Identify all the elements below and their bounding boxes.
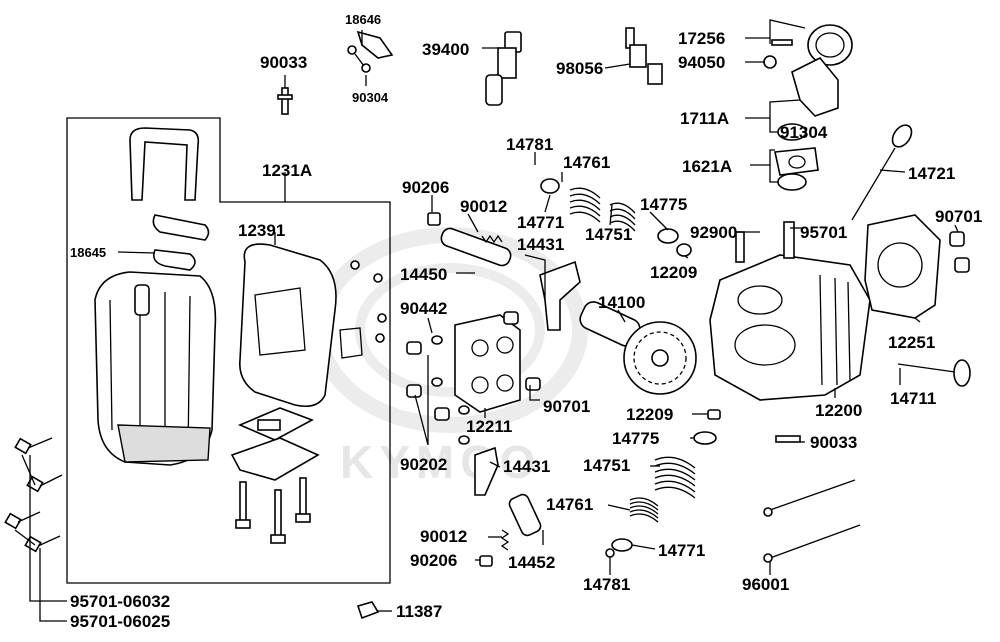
label-17256: 17256 bbox=[678, 29, 725, 48]
label-14452: 14452 bbox=[508, 553, 555, 572]
spark-plug bbox=[625, 27, 663, 85]
label-14761-lower: 14761 bbox=[546, 495, 593, 514]
label-18646: 18646 bbox=[345, 12, 381, 27]
label-14781-lower: 14781 bbox=[583, 575, 630, 594]
label-14771-top: 14771 bbox=[517, 213, 564, 232]
label-90202: 90202 bbox=[400, 455, 447, 474]
breather-plate bbox=[230, 407, 320, 481]
valve-spring-upper bbox=[540, 178, 692, 257]
dowel-pins-90701 bbox=[949, 231, 970, 273]
label-12251: 12251 bbox=[888, 333, 935, 352]
cylinder-head bbox=[709, 221, 871, 401]
label-14751-lower: 14751 bbox=[583, 456, 630, 475]
camshaft-holder bbox=[454, 311, 541, 413]
head-gasket-12251 bbox=[864, 214, 941, 319]
label-92900: 92900 bbox=[690, 223, 737, 242]
watermark-text: KYMCO bbox=[340, 436, 541, 488]
spring-90012-lower bbox=[500, 529, 510, 551]
label-96001: 96001 bbox=[742, 575, 789, 594]
gasket-18645 bbox=[152, 249, 196, 271]
label-14775-top: 14775 bbox=[640, 195, 687, 214]
label-14781-top: 14781 bbox=[506, 135, 553, 154]
label-1621A: 1621A bbox=[682, 157, 732, 176]
label-90304: 90304 bbox=[352, 90, 389, 105]
cover-group-frame bbox=[66, 117, 391, 584]
label-11387: 11387 bbox=[396, 602, 442, 621]
rocker-arm-14431-lower bbox=[474, 446, 499, 496]
label-12209-lower: 12209 bbox=[626, 405, 673, 424]
retainer-14775-lower bbox=[693, 431, 717, 445]
collet-12209-lower bbox=[707, 409, 721, 420]
label-98056: 98056 bbox=[556, 59, 603, 78]
label-90206-top: 90206 bbox=[402, 178, 449, 197]
rocker-shaft-14450 bbox=[440, 227, 512, 267]
label-90701-mid: 90701 bbox=[543, 397, 590, 416]
label-90206-lower: 90206 bbox=[410, 551, 457, 570]
leader-lines bbox=[29, 19, 959, 622]
label-90012-top: 90012 bbox=[460, 197, 507, 216]
rocker-shaft-14452 bbox=[508, 493, 542, 537]
stud-bolts-96001 bbox=[763, 479, 861, 563]
clip-11387 bbox=[356, 601, 380, 620]
label-14721: 14721 bbox=[908, 164, 955, 183]
label-14751-top: 14751 bbox=[585, 225, 632, 244]
nuts-90202 bbox=[406, 341, 450, 421]
label-12391: 12391 bbox=[238, 221, 285, 240]
insulator-1621A bbox=[774, 147, 819, 191]
valve-spring-lower bbox=[605, 456, 696, 558]
breather-pipe bbox=[129, 127, 210, 241]
small-bracket-18646 bbox=[347, 30, 394, 73]
label-14771-lower: 14771 bbox=[658, 541, 705, 560]
label-12200: 12200 bbox=[815, 401, 862, 420]
spring-90012-top bbox=[481, 234, 503, 244]
label-90012-lower: 90012 bbox=[420, 527, 467, 546]
cylinder-head-cover bbox=[94, 271, 217, 466]
label-14711: 14711 bbox=[890, 389, 936, 408]
temperature-sensor bbox=[485, 31, 522, 106]
label-90701-right: 90701 bbox=[935, 207, 982, 226]
label-39400: 39400 bbox=[422, 40, 469, 59]
label-14761-top: 14761 bbox=[563, 153, 610, 172]
label-90033-lower: 90033 bbox=[810, 433, 857, 452]
label-14450: 14450 bbox=[400, 265, 447, 284]
side-bolts bbox=[4, 437, 63, 553]
nut-90206-lower bbox=[479, 555, 493, 567]
label-14431-top: 14431 bbox=[517, 235, 564, 254]
rocker-arm-14431-top bbox=[539, 260, 581, 331]
label-14775-lower: 14775 bbox=[612, 429, 659, 448]
camshaft bbox=[579, 301, 697, 395]
cover-gasket bbox=[238, 243, 387, 408]
label-12209-top: 12209 bbox=[650, 263, 697, 282]
label-94050: 94050 bbox=[678, 53, 725, 72]
washers-90442 bbox=[431, 335, 470, 445]
cover-bolts bbox=[235, 477, 311, 544]
label-1231A: 1231A bbox=[262, 161, 312, 180]
label-91304: 91304 bbox=[780, 123, 828, 142]
intake-manifold bbox=[763, 24, 853, 117]
intake-valve bbox=[851, 124, 913, 221]
label-18645: 18645 bbox=[70, 245, 106, 260]
label-1711A: 1711A bbox=[680, 109, 729, 128]
part-number-labels: 18646 90033 90304 39400 98056 17256 9405… bbox=[70, 12, 982, 631]
label-14100: 14100 bbox=[598, 293, 645, 312]
nut-90206-top bbox=[427, 212, 441, 226]
exhaust-valve bbox=[897, 359, 971, 387]
bolt-90033-lower bbox=[775, 435, 801, 443]
label-14431-lower: 14431 bbox=[503, 457, 550, 476]
label-95701-06025: 95701-06025 bbox=[70, 612, 170, 631]
label-95701: 95701 bbox=[800, 223, 847, 242]
label-12211: 12211 bbox=[466, 417, 512, 436]
label-90033-top: 90033 bbox=[260, 53, 307, 72]
bolt-90033-top bbox=[277, 87, 293, 115]
label-90442: 90442 bbox=[400, 299, 447, 318]
label-95701-06032: 95701-06032 bbox=[70, 592, 170, 611]
kymco-watermark-logo: KYMCO bbox=[312, 227, 588, 488]
